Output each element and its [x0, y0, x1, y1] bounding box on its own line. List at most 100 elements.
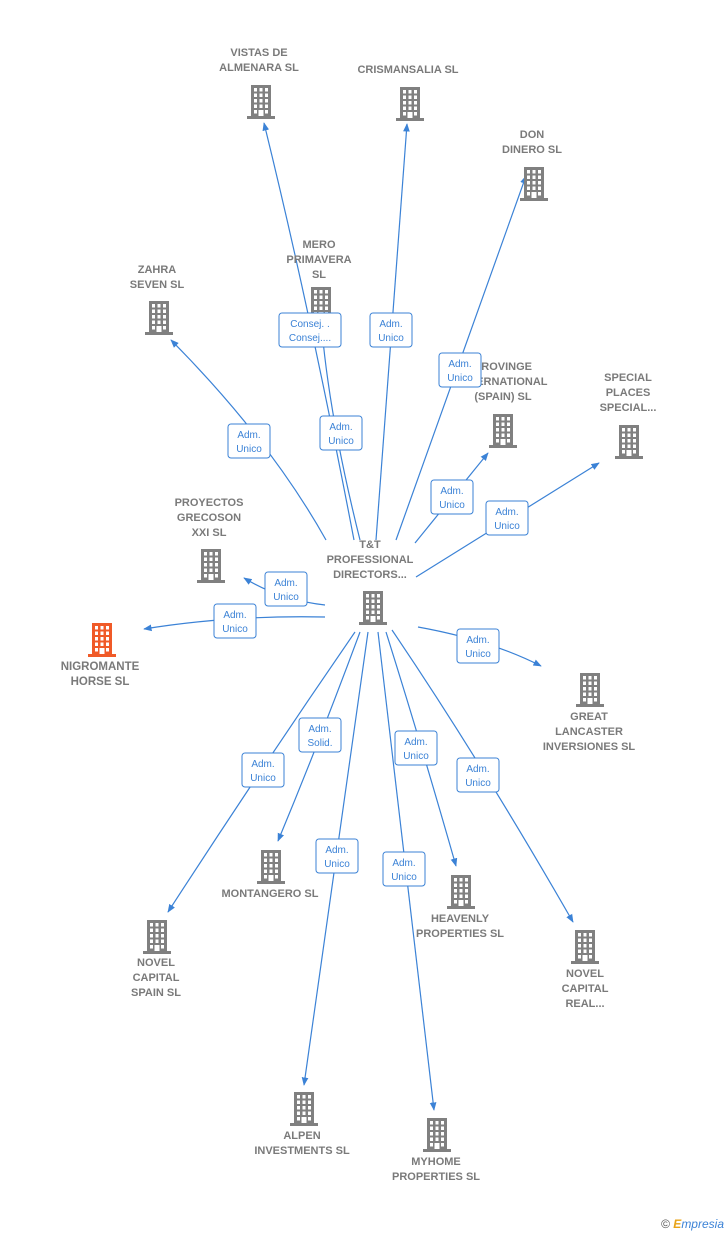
edge-label-box [369, 312, 413, 348]
edge-label-vistas[interactable]: Consej. . Consej.... [278, 312, 342, 348]
company-name-line: NOVEL [566, 968, 604, 980]
edge-label-myhome[interactable]: Adm.Unico [382, 851, 426, 887]
building-icon [423, 1118, 451, 1152]
building-icon [489, 414, 517, 448]
company-name-line: SPECIAL [604, 372, 652, 384]
edge-label-provinge[interactable]: Adm.Unico [430, 479, 474, 515]
edge-label-mero[interactable]: Adm.Unico [319, 415, 363, 451]
company-node-special[interactable]: SPECIALPLACESSPECIAL... [600, 372, 657, 459]
company-name-line: INVERSIONES SL [543, 741, 636, 753]
edge-label-text: Adm. [274, 578, 297, 589]
edge-label-text: Adm. [448, 359, 471, 370]
company-name-line: MERO [303, 239, 336, 251]
company-node-novelspain[interactable]: NOVEL CAPITAL SPAIN SL [131, 920, 181, 999]
company-name-line: PROPERTIES SL [416, 928, 504, 940]
building-icon [447, 875, 475, 909]
edge-label-text: Unico [403, 751, 429, 762]
company-node-crismansalia[interactable]: CRISMANSALIA SL [357, 64, 459, 121]
company-name-line: NOVEL [137, 957, 175, 969]
edge-label-alpen[interactable]: Adm. Unico [315, 838, 359, 874]
edge-label-text: Unico [250, 773, 276, 784]
edge-label-great[interactable]: Adm.Unico [456, 628, 500, 664]
brand-initial: E [673, 1217, 682, 1231]
edge-label-zahra[interactable]: Adm. Unico [227, 423, 271, 459]
company-name-line: CAPITAL [133, 972, 180, 984]
edge-label-text: Solid. [307, 738, 332, 749]
edge-label-text: Unico [236, 444, 262, 455]
company-name-line: CRISMANSALIA SL [357, 64, 458, 76]
company-name-line: SPAIN SL [131, 987, 181, 999]
edge-label-dondinero[interactable]: Adm. Unico [438, 352, 482, 388]
edge-label-box [213, 603, 257, 639]
edge-label-box [382, 851, 426, 887]
edge-label-text: Unico [324, 859, 350, 870]
company-name-line: ALMENARA SL [219, 62, 299, 74]
edge-label-text: Unico [273, 592, 299, 603]
copyright-symbol: © [661, 1217, 670, 1231]
company-name-line: LANCASTER [555, 726, 623, 738]
building-icon [359, 591, 387, 625]
company-name-line: GREAT [570, 711, 608, 723]
edge-label-heavenly[interactable]: Adm.Unico [394, 730, 438, 766]
edge-label-text: Consej.... [289, 333, 331, 344]
company-name-line: ZAHRA [138, 264, 177, 276]
edge-label-box [278, 312, 342, 348]
company-name-line: REAL... [565, 998, 604, 1010]
edge-label-text: Adm. [440, 486, 463, 497]
edge-label-text: Adm. [325, 845, 348, 856]
company-node-great[interactable]: GREAT LANCASTER INVERSIONES SL [543, 673, 636, 753]
edge-label-montangero[interactable]: Adm. Solid. [298, 717, 342, 753]
company-name-line: PROVINGE [474, 361, 532, 373]
company-node-novelreal[interactable]: NOVELCAPITALREAL... [562, 930, 609, 1010]
edge-label-box [456, 757, 500, 793]
edge-label-crismansalia[interactable]: Adm.Unico [369, 312, 413, 348]
edge-label-box [315, 838, 359, 874]
edge-label-text: Adm. [308, 724, 331, 735]
edge-label-text: Adm. [466, 764, 489, 775]
edge-label-box [430, 479, 474, 515]
building-icon [145, 301, 173, 335]
company-node-montangero[interactable]: MONTANGERO SL [222, 850, 319, 900]
edge-label-nigromante[interactable]: Adm.Unico [213, 603, 257, 639]
edge-label-novelspain[interactable]: Adm. Unico [241, 752, 285, 788]
building-icon [257, 850, 285, 884]
company-name-line: PROPERTIES SL [392, 1171, 480, 1183]
edge-label-text: Consej. . [290, 319, 329, 330]
company-name-line: DON [520, 129, 545, 141]
edge-label-proyectos[interactable]: Adm. Unico [264, 571, 308, 607]
edge-label-box [394, 730, 438, 766]
edge-label-text: Unico [494, 521, 520, 532]
company-name-line: XXI SL [192, 527, 227, 539]
company-node-tt[interactable]: T&TPROFESSIONALDIRECTORS... [327, 539, 414, 625]
edge-label-text: Unico [447, 373, 473, 384]
edge-label-text: Adm. [223, 610, 246, 621]
company-name-line: PROFESSIONAL [327, 554, 414, 566]
edge-label-text: Adm. [466, 635, 489, 646]
company-name-line: GRECOSON [177, 512, 241, 524]
edge-label-text: Adm. [251, 759, 274, 770]
company-name-line: SL [312, 269, 326, 281]
company-node-mero[interactable]: MERO PRIMAVERA SL [286, 239, 352, 321]
edge-label-text: Adm. [237, 430, 260, 441]
company-name-line: PRIMAVERA [286, 254, 351, 266]
edge-label-box [438, 352, 482, 388]
edge-label-box [227, 423, 271, 459]
edge-label-novelreal[interactable]: Adm.Unico [456, 757, 500, 793]
edge-label-special[interactable]: Adm.Unico [485, 500, 529, 536]
footer-brand[interactable]: © Empresia [661, 1217, 724, 1231]
edge-label-box [298, 717, 342, 753]
building-icon [396, 87, 424, 121]
company-name-line: SPECIAL... [600, 402, 657, 414]
building-icon [143, 920, 171, 954]
edge-label-box [241, 752, 285, 788]
